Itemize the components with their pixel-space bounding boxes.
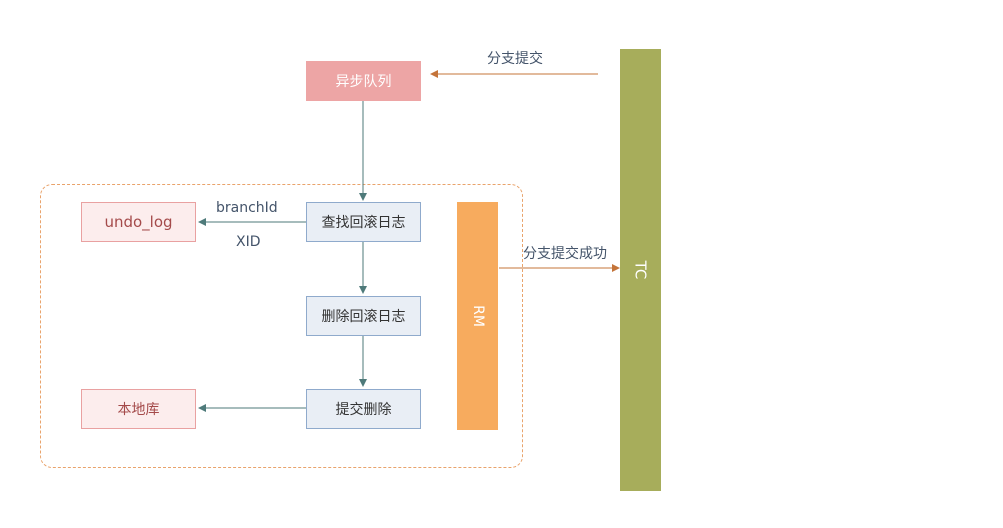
delete-undo-log-box: 删除回滚日志	[306, 296, 421, 336]
rm-bar: RM	[457, 202, 498, 430]
commit-delete-box: 提交删除	[306, 389, 421, 429]
undo-log-box: undo_log	[81, 202, 196, 242]
branch-id-label: branchId	[216, 200, 278, 216]
local-db-box: 本地库	[81, 389, 196, 429]
tc-bar: TC	[620, 49, 661, 491]
rm-label: RM	[469, 305, 486, 327]
branch-commit-success-label: 分支提交成功	[523, 246, 607, 262]
branch-commit-label: 分支提交	[487, 51, 543, 67]
find-undo-log-box: 查找回滚日志	[306, 202, 421, 242]
async-queue-box: 异步队列	[306, 61, 421, 101]
rm-group-boundary	[40, 184, 523, 468]
tc-label: TC	[631, 260, 650, 280]
xid-label: XID	[236, 234, 261, 250]
